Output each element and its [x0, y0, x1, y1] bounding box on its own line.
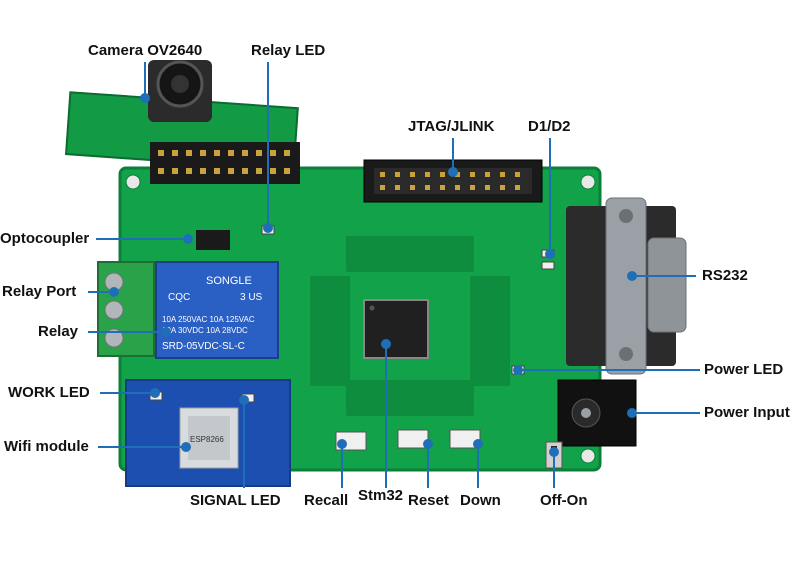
- optocoupler-chip: [196, 230, 230, 250]
- label-power-led: Power LED: [704, 361, 784, 378]
- label-camera: Camera OV2640: [88, 42, 203, 59]
- wifi-module: ESP8266: [125, 379, 291, 487]
- relay-cert-text: CQC: [168, 292, 190, 303]
- label-optocoupler: Optocoupler: [0, 230, 90, 247]
- pointer-lines: [88, 62, 700, 488]
- label-reset: Reset: [408, 492, 449, 509]
- relay-rating-line-2: 10A 30VDC 10A 28VDC: [162, 326, 248, 335]
- relay-size-text: 3 US: [240, 292, 263, 303]
- stm32-chip: [363, 299, 429, 359]
- label-relay: Relay: [38, 323, 79, 340]
- label-work-led: WORK LED: [8, 384, 90, 401]
- relay-model-text: SRD-05VDC-SL-C: [162, 341, 245, 352]
- label-down: Down: [460, 492, 501, 509]
- label-off-on: Off-On: [540, 492, 588, 509]
- label-power-input: Power Input: [704, 404, 790, 421]
- label-stm32: Stm32: [358, 487, 404, 504]
- pin-header-grid: [310, 236, 510, 416]
- mount-hole: [580, 448, 596, 464]
- label-relay-led: Relay LED: [251, 42, 326, 59]
- relay-rating-line-1: 10A 250VAC 10A 125VAC: [162, 315, 255, 324]
- label-relay-port: Relay Port: [2, 283, 77, 300]
- mount-hole: [580, 174, 596, 190]
- label-rs232: RS232: [702, 267, 748, 284]
- label-d1d2: D1/D2: [528, 118, 571, 135]
- d2-led: [541, 261, 555, 270]
- label-signal-led: SIGNAL LED: [190, 492, 281, 509]
- label-recall: Recall: [304, 492, 349, 509]
- wifi-model-text: ESP8266: [190, 435, 224, 444]
- down-button: [449, 429, 481, 449]
- label-wifi-module: Wifi module: [4, 438, 89, 455]
- relay-brand-text: SONGLE: [206, 275, 252, 287]
- power-input-jack: [557, 379, 637, 447]
- rs232-connector: [566, 197, 687, 375]
- relay-terminal-block: [97, 261, 155, 357]
- camera-ov2640-module: [64, 60, 300, 184]
- label-jtag: JTAG/JLINK: [408, 118, 495, 135]
- relay-body: SONGLE CQC 3 US 10A 250VAC 10A 125VAC 10…: [155, 261, 279, 359]
- mount-hole: [125, 174, 141, 190]
